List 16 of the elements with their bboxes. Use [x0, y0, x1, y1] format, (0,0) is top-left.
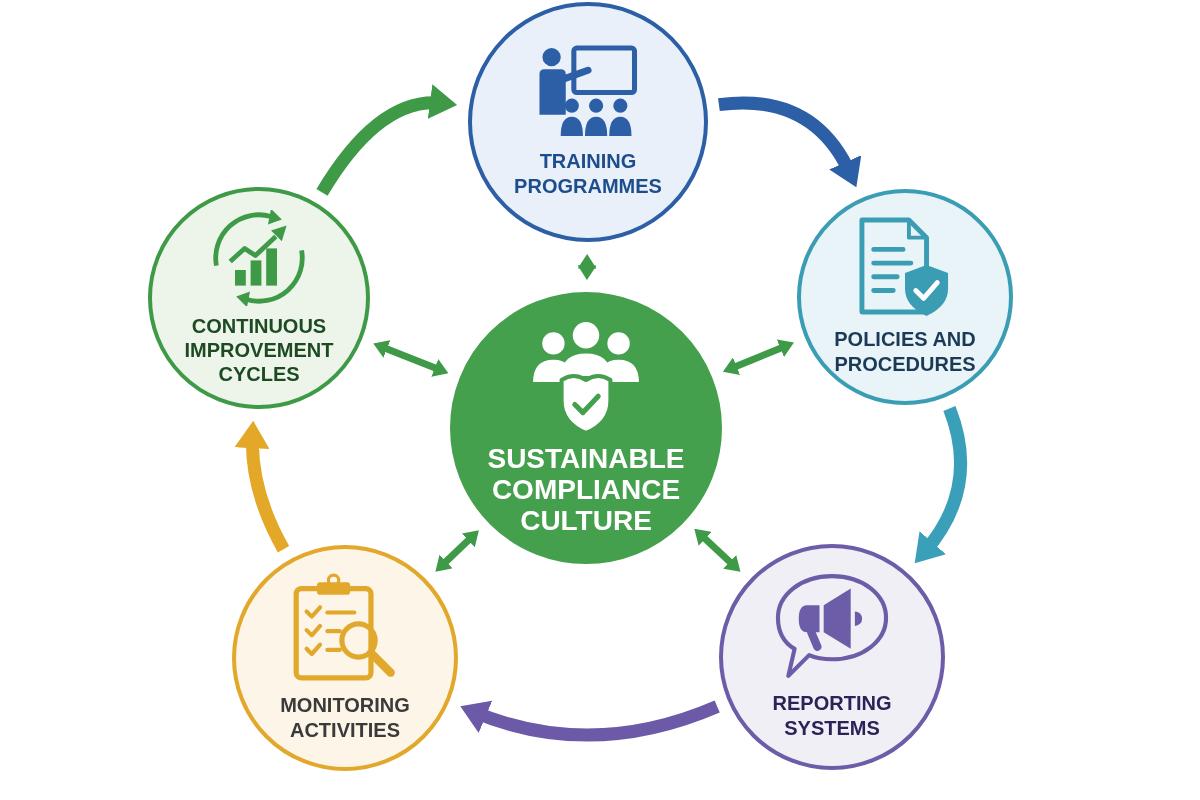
node-label: SUSTAINABLE COMPLIANCE CULTURE: [486, 442, 686, 536]
curved-arrow: [718, 96, 861, 187]
curved-arrow: [915, 406, 968, 564]
double-headed-arrow: [435, 530, 479, 572]
node-label: TRAINING PROGRAMMES: [513, 149, 663, 199]
curved-arrow: [316, 84, 458, 196]
node-label: MONITORING ACTIVITIES: [279, 693, 411, 743]
node-label: REPORTING SYSTEMS: [771, 691, 893, 741]
double-headed-arrow: [373, 340, 449, 377]
curved-arrow: [234, 420, 290, 553]
node-label: CONTINUOUS IMPROVEMENT CYCLES: [183, 314, 335, 386]
curved-arrow: [460, 699, 720, 742]
double-headed-arrow: [722, 339, 794, 375]
double-headed-arrow: [577, 253, 597, 281]
double-headed-arrow: [694, 528, 741, 572]
node-label: POLICIES AND PROCEDURES: [833, 327, 977, 377]
